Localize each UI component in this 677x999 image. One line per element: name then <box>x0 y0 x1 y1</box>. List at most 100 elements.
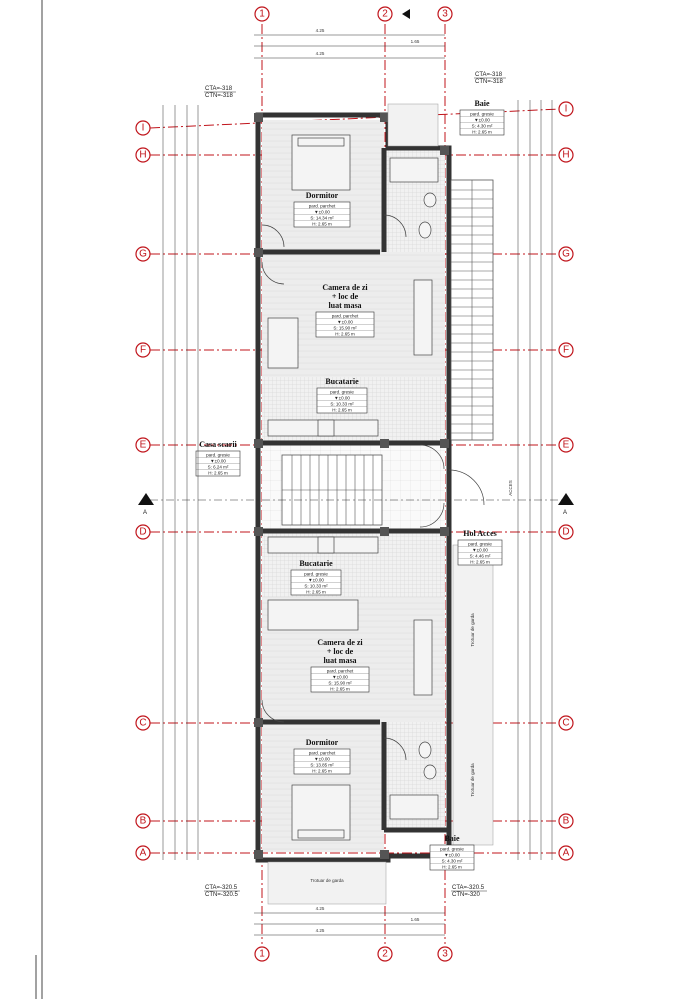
room-name: Dormitor <box>306 738 339 747</box>
toilet-bottom <box>418 741 432 759</box>
pillow-bottom <box>297 829 345 839</box>
room-info-line: S: 15.90 m² <box>333 326 357 331</box>
room-name: Casa scarii <box>199 440 237 449</box>
dimensions-bottom: 4.25 1.65 4.25 <box>254 906 445 936</box>
room-info-line: ▼±0.00 <box>474 118 490 123</box>
sofa-bottom <box>267 599 359 631</box>
grid-bubble-row-G <box>135 246 151 262</box>
room-info-line: pard. parchet <box>327 669 354 674</box>
section-label-right: A <box>563 510 567 516</box>
room-info-line: S: 4.30 m² <box>442 859 463 864</box>
column <box>380 113 389 122</box>
level-text: CTA=-320.5 <box>452 885 485 891</box>
room-info-line: H: 2.65 m <box>312 769 332 774</box>
grid-bubble-row-F <box>135 342 151 358</box>
terrace-label-right-top: Trotuar de garda <box>470 613 475 647</box>
level-bottom-right: CTA=-320.5 CTN=-320 <box>451 885 487 898</box>
column <box>254 248 263 257</box>
terrace-label-bottom: Trotuar de garda <box>310 878 344 883</box>
grid-bubble-col-2 <box>377 6 393 22</box>
room-info-line: S: 14.34 m² <box>310 216 334 221</box>
room-name: Bucatarie <box>299 559 333 568</box>
grid-bubble-row-E <box>135 437 151 453</box>
grid-bubble-label: 3 <box>442 949 448 960</box>
grid-bubble-row-D <box>558 524 574 540</box>
room-info-line: ▼±0.00 <box>337 320 353 325</box>
grid-bubble-row-A <box>558 845 574 861</box>
level-text: CTN=-318 <box>475 79 504 85</box>
column <box>380 850 389 859</box>
level-text: CTN=-320 <box>452 892 481 898</box>
room-info-line: ▼±0.00 <box>314 210 330 215</box>
grid-bubble-label: 2 <box>382 949 388 960</box>
north-arrow <box>402 9 410 19</box>
grid-bubble-label: A <box>563 848 570 859</box>
sofa-top <box>267 317 299 369</box>
grid-bubble-col-3 <box>437 946 453 962</box>
level-text: CTA=-320.5 <box>205 885 238 891</box>
grid-bubble-row-C <box>135 715 151 731</box>
room-name: Camera de zi <box>317 638 363 647</box>
grid-bubble-label: F <box>140 345 146 356</box>
level-bottom-left: CTA=-320.5 CTN=-320.5 <box>204 885 240 898</box>
room-info-line: H: 2.65 m <box>306 590 326 595</box>
column <box>254 850 263 859</box>
stove-top <box>317 419 335 437</box>
room-name: Bucatarie <box>325 377 359 386</box>
grid-bubble-label: D <box>562 527 569 538</box>
grid-bubble-row-A <box>135 845 151 861</box>
building <box>254 103 494 905</box>
room-info-line: S: 15.90 m² <box>328 681 352 686</box>
doors <box>261 214 485 761</box>
room-info-line: pard. parchet <box>309 204 336 209</box>
grid-bubble-label: A <box>140 848 147 859</box>
grid-bubble-col-2 <box>377 946 393 962</box>
terrace-right <box>452 544 494 846</box>
level-text: CTA=-318 <box>205 86 233 92</box>
section-line: A A <box>138 493 574 516</box>
room-info-line: pard. parchet <box>332 314 359 319</box>
room-info-line: S: 13.85 m² <box>310 763 334 768</box>
dim-label: 4.25 <box>316 906 325 911</box>
room-info-line: pard. gresie <box>206 453 230 458</box>
bathtub-bottom <box>389 794 439 820</box>
room-info-line: H: 2.65 m <box>335 332 355 337</box>
column <box>254 113 263 122</box>
grid-bubble-label: E <box>140 440 147 451</box>
room-info-line: H: 2.65 m <box>312 222 332 227</box>
room-info-line: H: 2.65 m <box>332 408 352 413</box>
dim-label: 4.25 <box>316 28 325 33</box>
exterior-stair <box>450 179 494 441</box>
level-top-left: CTA=-318 CTN=-318 <box>204 86 236 99</box>
column <box>254 439 263 448</box>
room-info-line: H: 2.65 m <box>442 865 462 870</box>
column <box>440 439 449 448</box>
room-info-line: ▼±0.00 <box>444 853 460 858</box>
dining-table-top <box>413 279 433 356</box>
toilet-top <box>418 221 432 239</box>
level-text: CTN=-320.5 <box>205 892 239 898</box>
room-info-line: H: 2.65 m <box>208 471 228 476</box>
room-info-line: pard. gresie <box>440 847 464 852</box>
interior-stair <box>281 454 383 526</box>
dining-table-bottom <box>413 619 433 696</box>
column <box>440 527 449 536</box>
sink-top <box>423 192 437 208</box>
room-info-line: pard. gresie <box>470 112 494 117</box>
room-info-line: pard. gresie <box>304 572 328 577</box>
level-text: CTA=-318 <box>475 72 503 78</box>
grid-bubble-label: E <box>563 440 570 451</box>
grid-bubble-label: I <box>565 104 568 115</box>
acces-label: ACCES <box>508 480 513 496</box>
grid-bubble-row-B <box>558 813 574 829</box>
grid-bubble-label: B <box>140 816 147 827</box>
room-info-line: S: 10.33 m² <box>330 402 354 407</box>
